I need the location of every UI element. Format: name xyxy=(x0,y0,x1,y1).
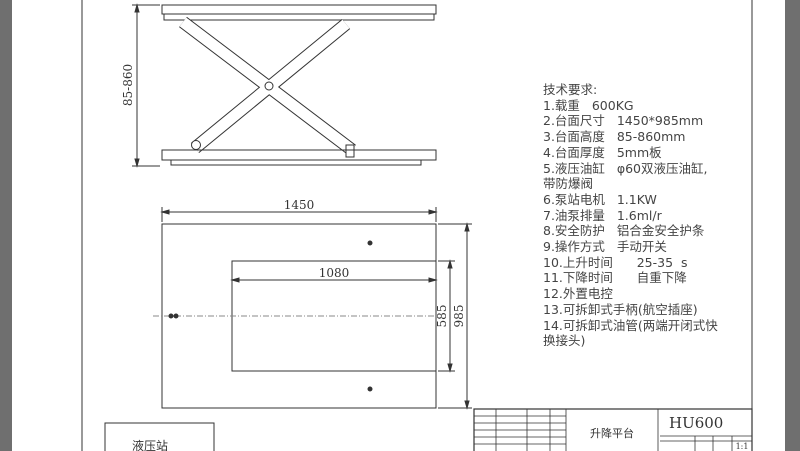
spec-item: 9.操作方式 手动开关 xyxy=(543,239,667,255)
spec-item: 换接头) xyxy=(543,333,586,349)
hydraulic-station-box xyxy=(104,422,215,451)
spec-item: 3.台面高度 85-860mm xyxy=(543,129,686,145)
spec-item: 14.可拆卸式油管(两端开闭式快 xyxy=(543,317,718,333)
drawing-scale: 1:1 xyxy=(736,442,749,451)
spec-item: 12.外置电控 xyxy=(543,286,613,302)
spec-item: 4.台面厚度 5mm板 xyxy=(543,144,662,160)
spec-item: 11.下降时间 自重下降 xyxy=(543,270,687,286)
plan-view: 1450 1080 585 985 xyxy=(153,198,472,410)
spec-item: 5.液压油缸 φ60双液压油缸, xyxy=(543,160,708,176)
spec-item: 13.可拆卸式手柄(航空插座) xyxy=(543,301,698,317)
hydraulic-station-label: 液压站 xyxy=(132,438,168,451)
inner-width-dimension: 585 xyxy=(435,305,449,328)
length-dimension: 1450 xyxy=(284,198,315,212)
pivot-pin xyxy=(264,81,274,91)
technical-drawing: 85-860 1450 1080 585 985 液压站 升降平台 xyxy=(81,0,753,451)
drawing-sheet: 85-860 1450 1080 585 985 液压站 升降平台 xyxy=(12,0,785,451)
spec-item: 6.泵站电机 1.1KW xyxy=(543,191,657,207)
spec-item: 2.台面尺寸 1450*985mm xyxy=(543,113,704,129)
spec-item: 10.上升时间 25-35 s xyxy=(543,254,688,270)
drawing-name: 升降平台 xyxy=(590,426,634,440)
spec-item: 7.油泵排量 1.6ml/r xyxy=(543,207,662,223)
drawing-model: HU600 xyxy=(669,414,723,432)
height-dimension: 85-860 xyxy=(121,64,135,106)
specs-title: 技术要求: xyxy=(543,82,598,97)
inner-length-dimension: 1080 xyxy=(319,266,350,280)
width-dimension: 985 xyxy=(452,305,466,328)
side-view: 85-860 xyxy=(121,3,437,168)
spec-item: 带防爆阀 xyxy=(543,176,594,192)
title-block: 升降平台 HU600 1:1 xyxy=(473,408,753,451)
spec-item: 8.安全防护 铝合金安全护条 xyxy=(543,223,705,239)
spec-item: 1.载重 600KG xyxy=(543,97,634,113)
